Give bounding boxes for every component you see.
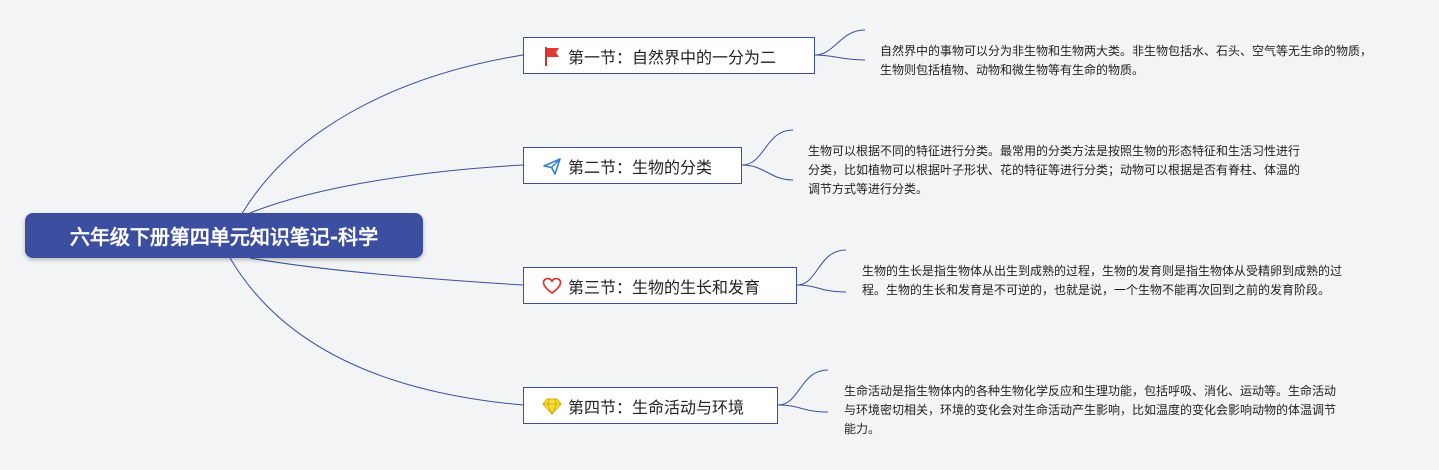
branch-line-3 bbox=[249, 257, 524, 286]
diamond-icon bbox=[541, 395, 563, 417]
red-flag-icon bbox=[541, 45, 563, 67]
topic-2-note: 生物可以根据不同的特征进行分类。最常用的分类方法是按照生物的形态特征和生活习性进… bbox=[808, 144, 1301, 196]
branch-line-1 bbox=[229, 54, 524, 237]
topic-4-note: 生命活动是指生物体内的各种生物化学反应和生理功能，包括呼吸、消化、运动等。生命活… bbox=[844, 384, 1337, 436]
branch-line-4 bbox=[229, 257, 524, 406]
topic-1[interactable]: 第一节：自然界中的一分为二 bbox=[523, 37, 815, 74]
topic-3[interactable]: 第三节：生物的生长和发育 bbox=[523, 267, 797, 304]
topic-4[interactable]: 第四节：生命活动与环境 bbox=[523, 387, 778, 424]
topic-3-note: 生物的生长是指生物体从出生到成熟的过程，生物的发育则是指生物体从受精卵到成熟的过… bbox=[862, 264, 1343, 297]
note-bracket-4 bbox=[777, 369, 829, 413]
topic-3-label: 第三节：生物的生长和发育 bbox=[568, 277, 761, 297]
topic-4-label: 第四节：生命活动与环境 bbox=[568, 397, 745, 417]
paper-plane-icon bbox=[541, 155, 563, 177]
root-topic[interactable]: 六年级下册第四单元知识笔记-科学 bbox=[25, 213, 423, 258]
topic-1-note: 自然界中的事物可以分为非生物和生物两大类。非生物包括水、石头、空气等无生命的物质… bbox=[880, 44, 1373, 77]
heart-icon bbox=[541, 275, 563, 297]
branch-line-2 bbox=[249, 164, 524, 214]
topic-2-label: 第二节：生物的分类 bbox=[568, 157, 713, 177]
topic-2[interactable]: 第二节：生物的分类 bbox=[523, 147, 742, 184]
note-bracket-3 bbox=[796, 249, 847, 293]
note-bracket-1 bbox=[814, 29, 866, 61]
topic-1-label: 第一节：自然界中的一分为二 bbox=[568, 47, 777, 67]
note-bracket-2 bbox=[741, 129, 794, 181]
